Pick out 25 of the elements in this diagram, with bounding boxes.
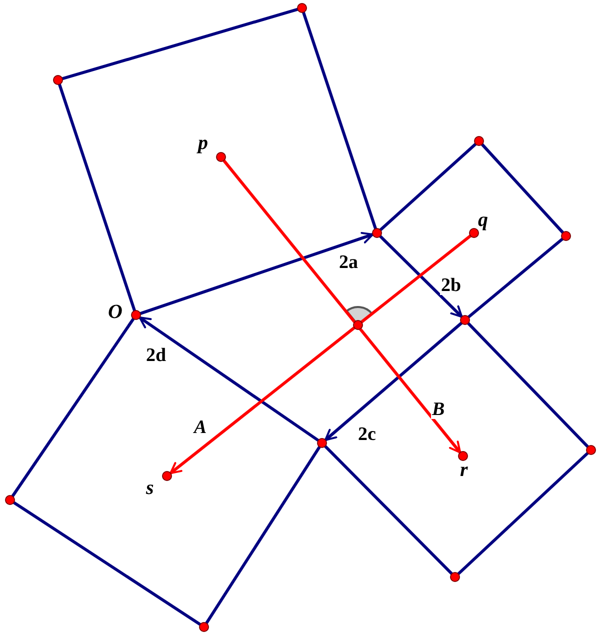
edge-label: B bbox=[431, 400, 446, 419]
line-segment bbox=[58, 84, 136, 312]
point-label: s bbox=[146, 478, 154, 498]
line-segment bbox=[205, 446, 321, 624]
line-segment bbox=[62, 8, 298, 80]
line-segment bbox=[11, 318, 135, 498]
line-segment bbox=[324, 445, 453, 575]
arrow bbox=[170, 234, 472, 474]
line-segment bbox=[302, 12, 377, 230]
line-segment bbox=[379, 142, 477, 232]
point-label: r bbox=[460, 460, 468, 480]
point-label: O bbox=[108, 302, 122, 322]
line-segment bbox=[467, 322, 589, 448]
line-segment bbox=[457, 452, 589, 576]
point-label: p bbox=[198, 133, 208, 153]
edge-label: 2b bbox=[440, 276, 462, 295]
arrow bbox=[222, 160, 462, 454]
arrow bbox=[324, 322, 463, 442]
arrow bbox=[140, 232, 374, 315]
line-segment bbox=[12, 501, 202, 626]
arrow bbox=[379, 235, 463, 318]
line-segment bbox=[468, 238, 564, 318]
point-label: q bbox=[478, 210, 488, 230]
arrow bbox=[138, 316, 320, 442]
line-segment bbox=[480, 143, 564, 234]
